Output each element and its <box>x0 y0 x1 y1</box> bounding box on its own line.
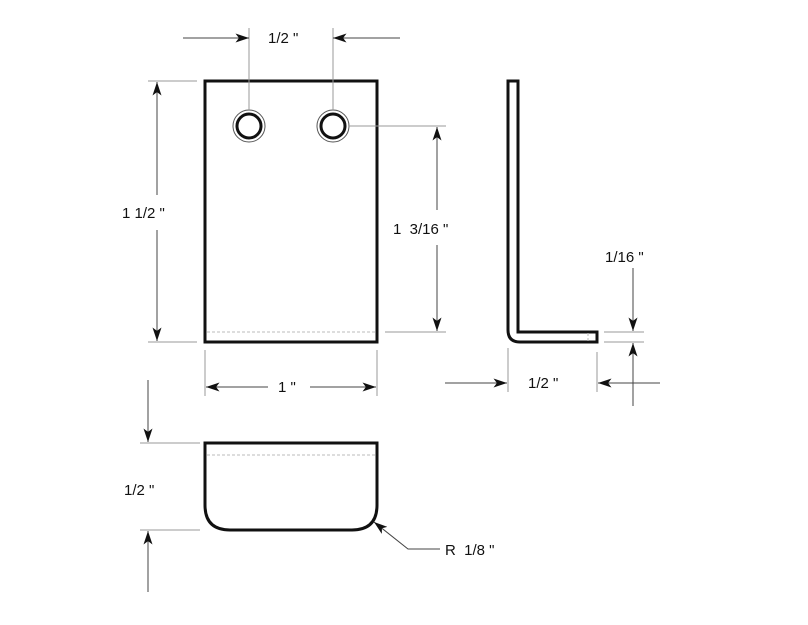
side-view: 1/16 " 1/2 " <box>445 79 660 406</box>
bottom-view: 1/2 " R 1/8 " <box>124 380 495 592</box>
front-view: 1/2 " 1 1/2 " 1 3/16 " 1 " <box>122 28 448 396</box>
dimension-width: 1 " <box>204 350 378 396</box>
dimension-label: 1 1/2 " <box>122 205 165 222</box>
dimension-label: 1 " <box>278 379 296 396</box>
dimension-label: 1/2 " <box>268 30 298 47</box>
dimension-label: 1 3/16 " <box>393 221 448 238</box>
dimension-hole-to-bottom: 1 3/16 " <box>349 125 448 333</box>
dimension-depth: 1/2 " <box>124 380 200 592</box>
dimension-thickness: 1/16 " <box>604 249 644 406</box>
dimension-hole-spacing: 1/2 " <box>183 28 400 110</box>
dimension-height: 1 1/2 " <box>122 80 197 343</box>
dimension-label: 1/16 " <box>605 249 644 266</box>
dimension-label: 1/2 " <box>124 482 154 499</box>
dimension-label: R 1/8 " <box>445 542 495 559</box>
dimension-label: 1/2 " <box>528 375 558 392</box>
plate-outline <box>203 79 379 344</box>
dimension-corner-radius: R 1/8 " <box>373 521 495 559</box>
bracket-profile <box>506 79 599 344</box>
flange-outline <box>203 441 379 532</box>
mounting-hole-left <box>232 109 266 143</box>
dimension-flange-length: 1/2 " <box>445 348 660 392</box>
mounting-hole-right <box>316 109 350 143</box>
